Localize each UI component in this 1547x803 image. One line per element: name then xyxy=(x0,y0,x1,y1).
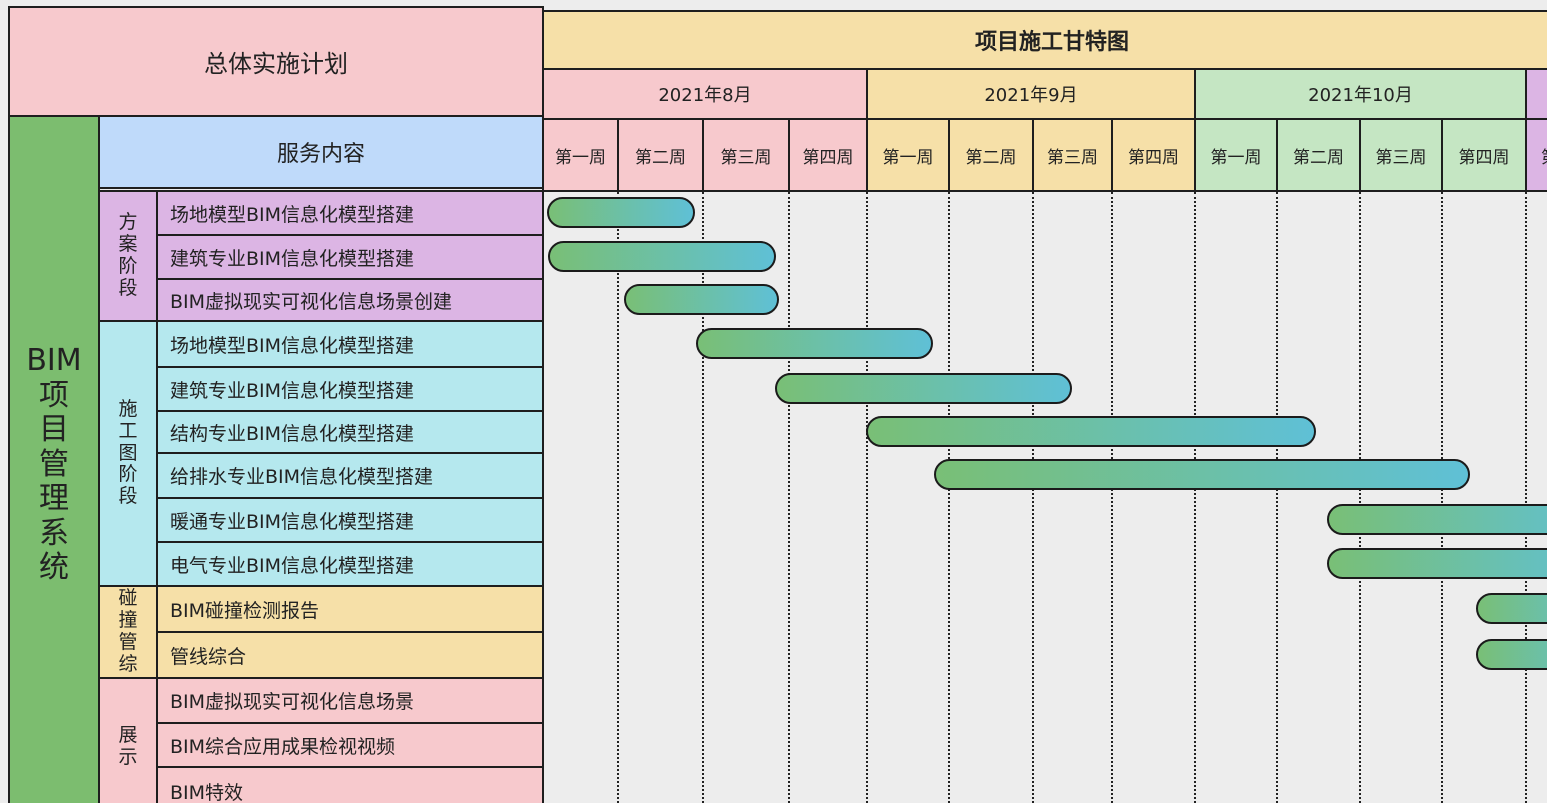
task-label: 给排水专业BIM信息化模型搭建 xyxy=(156,452,544,499)
week-header: 第 xyxy=(1525,118,1547,192)
phase-label-char: 阶 xyxy=(118,255,138,277)
week-header: 第一周 xyxy=(542,118,619,192)
service-content-header: 服务内容 xyxy=(98,115,544,189)
gantt-bar[interactable] xyxy=(775,372,1073,404)
overall-plan-title: 总体实施计划 xyxy=(8,6,544,117)
week-header: 第二周 xyxy=(948,118,1034,192)
week-header: 第四周 xyxy=(1111,118,1196,192)
task-label: BIM虚拟现实可视化信息场景 xyxy=(156,677,544,724)
phase-label-char: 段 xyxy=(118,485,138,508)
gantt-bar[interactable] xyxy=(1326,503,1547,535)
task-label: 管线综合 xyxy=(156,631,544,679)
system-label-char: 系 xyxy=(39,515,69,551)
week-header: 第三周 xyxy=(1359,118,1443,192)
system-label-char: 目 xyxy=(39,412,69,448)
gantt-bar[interactable] xyxy=(1476,638,1547,670)
gantt-bar[interactable] xyxy=(696,327,934,359)
gantt-bar[interactable] xyxy=(866,415,1316,447)
week-gridline xyxy=(788,192,790,803)
week-gridline xyxy=(1111,192,1113,803)
phase-label-char: 案 xyxy=(118,233,138,256)
week-header: 第二周 xyxy=(1276,118,1361,192)
week-gridline xyxy=(948,192,950,803)
phase-label-char: 综 xyxy=(118,652,138,675)
system-label-char: 统 xyxy=(39,550,69,586)
phase-label-char: 管 xyxy=(118,631,138,653)
week-gridline xyxy=(1359,192,1361,803)
task-label: BIM虚拟现实可视化信息场景创建 xyxy=(156,278,544,322)
phase-label-char: 阶 xyxy=(118,463,138,486)
system-label-char: 理 xyxy=(39,481,69,517)
phase-label-char: 方 xyxy=(118,211,138,234)
phase-label-char: 示 xyxy=(118,746,138,768)
task-label: 建筑专业BIM信息化模型搭建 xyxy=(156,234,544,280)
phase-label-char: 碰 xyxy=(118,587,138,610)
week-gridline xyxy=(1441,192,1443,803)
phase-label-char: 段 xyxy=(118,276,138,299)
task-label: 电气专业BIM信息化模型搭建 xyxy=(156,541,544,587)
week-header: 第一周 xyxy=(1194,118,1278,192)
week-gridline xyxy=(1032,192,1034,803)
gantt-bar[interactable] xyxy=(548,240,776,272)
task-label: 场地模型BIM信息化模型搭建 xyxy=(156,190,544,236)
task-label: 暖通专业BIM信息化模型搭建 xyxy=(156,497,544,543)
gantt-bar[interactable] xyxy=(623,283,780,315)
phase-label-char: 展 xyxy=(118,724,138,747)
week-header: 第四周 xyxy=(1441,118,1527,192)
week-gridline xyxy=(1276,192,1278,803)
week-header: 第三周 xyxy=(1032,118,1113,192)
gantt-bar[interactable] xyxy=(1476,592,1547,624)
week-header: 第三周 xyxy=(702,118,790,192)
phase-label: 碰撞管综 xyxy=(98,585,158,679)
gantt-bar[interactable] xyxy=(547,196,696,228)
month-header: 2021年10月 xyxy=(1194,68,1527,120)
gantt-title: 项目施工甘特图 xyxy=(542,10,1547,70)
phase-label-char: 图 xyxy=(118,441,138,464)
system-label-char: 管 xyxy=(39,446,69,482)
gantt-bar[interactable] xyxy=(934,459,1471,490)
gantt-bar[interactable] xyxy=(1326,547,1547,579)
week-gridline xyxy=(1525,192,1527,803)
week-gridline xyxy=(617,192,619,803)
phase-label: 展示 xyxy=(98,677,158,803)
phase-label: 施工图阶段 xyxy=(98,320,158,587)
task-label: BIM特效 xyxy=(156,766,544,803)
phase-label-char: 撞 xyxy=(118,609,138,632)
week-gridline xyxy=(702,192,704,803)
phase-label-char: 施 xyxy=(118,397,138,420)
phase-label: 方案阶段 xyxy=(98,190,158,322)
system-label-char: BIM xyxy=(26,343,82,379)
system-label-char: 项 xyxy=(39,377,69,413)
week-gridline xyxy=(866,192,868,803)
phase-label-char: 工 xyxy=(118,419,138,442)
week-gridline xyxy=(1194,192,1196,803)
